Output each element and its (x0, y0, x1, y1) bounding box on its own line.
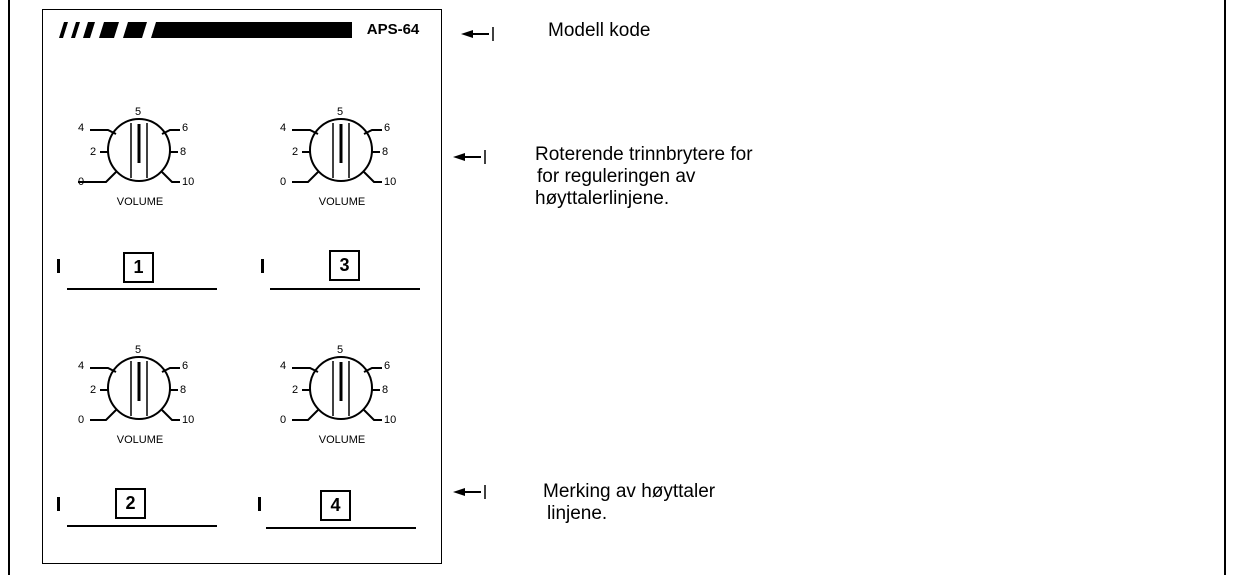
tick-10: 10 (182, 414, 195, 426)
tick-0: 0 (78, 176, 85, 188)
model-code-label: APS-64 (366, 21, 420, 38)
line-number-box-2: 2 (115, 488, 146, 519)
device-panel (42, 9, 442, 564)
rotary-switch-icon (292, 118, 382, 183)
volume-label: VOLUME (116, 434, 164, 446)
volume-knob-line-2[interactable]: 5 4 6 2 8 0 10 VOLUME (70, 338, 250, 468)
line-number-box-4: 4 (320, 490, 351, 521)
callout-arrow-icon (453, 150, 486, 164)
tick-0: 0 (280, 176, 287, 188)
volume-label: VOLUME (318, 434, 366, 446)
tick-5: 5 (337, 106, 344, 118)
callout-arrow-icon (461, 27, 494, 41)
callout-line: Roterende trinnbrytere for (535, 144, 753, 165)
callout-line: Modell kode (548, 20, 651, 41)
tick-10: 10 (384, 414, 397, 426)
tick-10: 10 (182, 176, 195, 188)
tick-2: 2 (292, 384, 299, 396)
line-marker-3 (261, 259, 264, 273)
frame-left-edge (8, 0, 10, 575)
tick-5: 5 (135, 344, 142, 356)
callout-line: linjene. (547, 503, 608, 524)
tick-6: 6 (384, 360, 391, 372)
volume-label: VOLUME (318, 196, 366, 208)
rotary-switch-icon (292, 356, 382, 421)
rotary-switch-icon (90, 356, 180, 421)
volume-label: VOLUME (116, 196, 164, 208)
callout-line: Merking av høyttaler (543, 481, 716, 502)
volume-knob-line-3[interactable]: 5 4 6 2 8 0 10 VOLUME (272, 100, 452, 230)
callout-line-marking: Merking av høyttaler linjene. (543, 481, 715, 525)
line-number-box-1: 1 (123, 252, 154, 283)
writing-line-2 (67, 525, 217, 527)
line-marker-2 (57, 497, 60, 511)
tick-5: 5 (337, 344, 344, 356)
tick-8: 8 (180, 146, 187, 158)
tick-8: 8 (180, 384, 187, 396)
line-marker-1 (57, 259, 60, 273)
tick-5: 5 (135, 106, 142, 118)
tick-8: 8 (382, 384, 389, 396)
callout-line: for reguleringen av (537, 166, 696, 187)
tick-0: 0 (78, 414, 85, 426)
frame-right-edge (1224, 0, 1226, 575)
tick-6: 6 (182, 122, 189, 134)
tick-2: 2 (292, 146, 299, 158)
volume-knob-line-1[interactable]: 5 4 6 2 8 0 10 VOLUME (70, 100, 250, 230)
callout-rotary-switches: Roterende trinnbrytere for for regulerin… (535, 144, 753, 210)
rotary-switch-icon (78, 118, 180, 183)
line-number-box-3: 3 (329, 250, 360, 281)
writing-line-1 (67, 288, 217, 290)
tick-2: 2 (90, 146, 97, 158)
tick-4: 4 (280, 122, 287, 134)
tick-4: 4 (78, 122, 85, 134)
callout-line: høyttalerlinjene. (535, 188, 670, 209)
writing-line-3 (270, 288, 420, 290)
tick-8: 8 (382, 146, 389, 158)
model-header-bar (59, 22, 352, 38)
tick-2: 2 (90, 384, 97, 396)
tick-0: 0 (280, 414, 287, 426)
tick-6: 6 (384, 122, 391, 134)
callout-model-code: Modell kode (548, 20, 650, 42)
callout-arrow-icon (453, 485, 486, 499)
line-marker-4 (258, 497, 261, 511)
volume-knob-line-4[interactable]: 5 4 6 2 8 0 10 VOLUME (272, 338, 452, 468)
tick-6: 6 (182, 360, 189, 372)
tick-10: 10 (384, 176, 397, 188)
tick-4: 4 (78, 360, 85, 372)
writing-line-4 (266, 527, 416, 529)
tick-4: 4 (280, 360, 287, 372)
